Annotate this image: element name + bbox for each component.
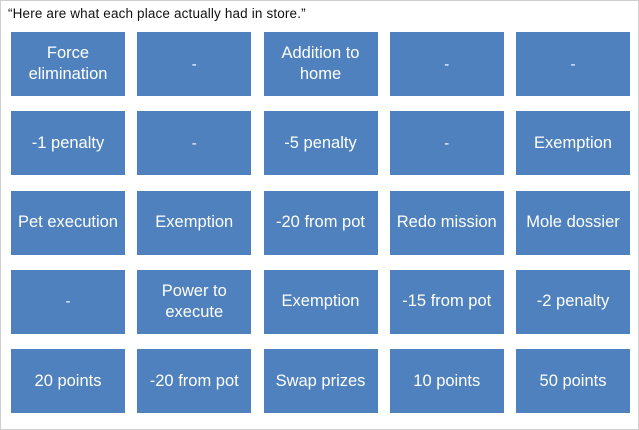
grid-cell[interactable]: - — [137, 111, 252, 176]
grid-cell[interactable]: - — [11, 269, 125, 334]
grid-cell[interactable]: -2 penalty — [516, 269, 630, 334]
grid-cell[interactable]: - — [389, 32, 504, 96]
grid-cell[interactable]: Addition to home — [263, 32, 378, 96]
grid-cell[interactable]: Exemption — [516, 111, 630, 176]
grid-cell[interactable]: 20 points — [11, 349, 125, 413]
grid-cell[interactable]: -20 from pot — [263, 190, 378, 255]
grid-cell[interactable]: Mole dossier — [516, 190, 630, 255]
grid-cell[interactable]: Exemption — [137, 190, 252, 255]
grid-cell[interactable]: -20 from pot — [137, 349, 252, 413]
grid-cell[interactable]: Redo mission — [389, 190, 504, 255]
grid-cell[interactable]: - — [137, 32, 252, 96]
grid-cell[interactable]: 10 points — [389, 349, 504, 413]
grid-cell[interactable]: -15 from pot — [389, 269, 504, 334]
grid-cell[interactable]: 50 points — [516, 349, 630, 413]
prize-grid: Force elimination - Addition to home - -… — [11, 32, 630, 413]
grid-cell[interactable]: Pet execution — [11, 190, 125, 255]
slide-caption: “Here are what each place actually had i… — [8, 6, 306, 21]
grid-cell[interactable]: -1 penalty — [11, 111, 125, 176]
grid-cell[interactable]: -5 penalty — [263, 111, 378, 176]
grid-cell[interactable]: Force elimination — [11, 32, 125, 96]
grid-cell[interactable]: - — [516, 32, 630, 96]
grid-cell[interactable]: - — [389, 111, 504, 176]
grid-cell[interactable]: Power to execute — [137, 269, 252, 334]
grid-cell[interactable]: Swap prizes — [263, 349, 378, 413]
grid-cell[interactable]: Exemption — [263, 269, 378, 334]
